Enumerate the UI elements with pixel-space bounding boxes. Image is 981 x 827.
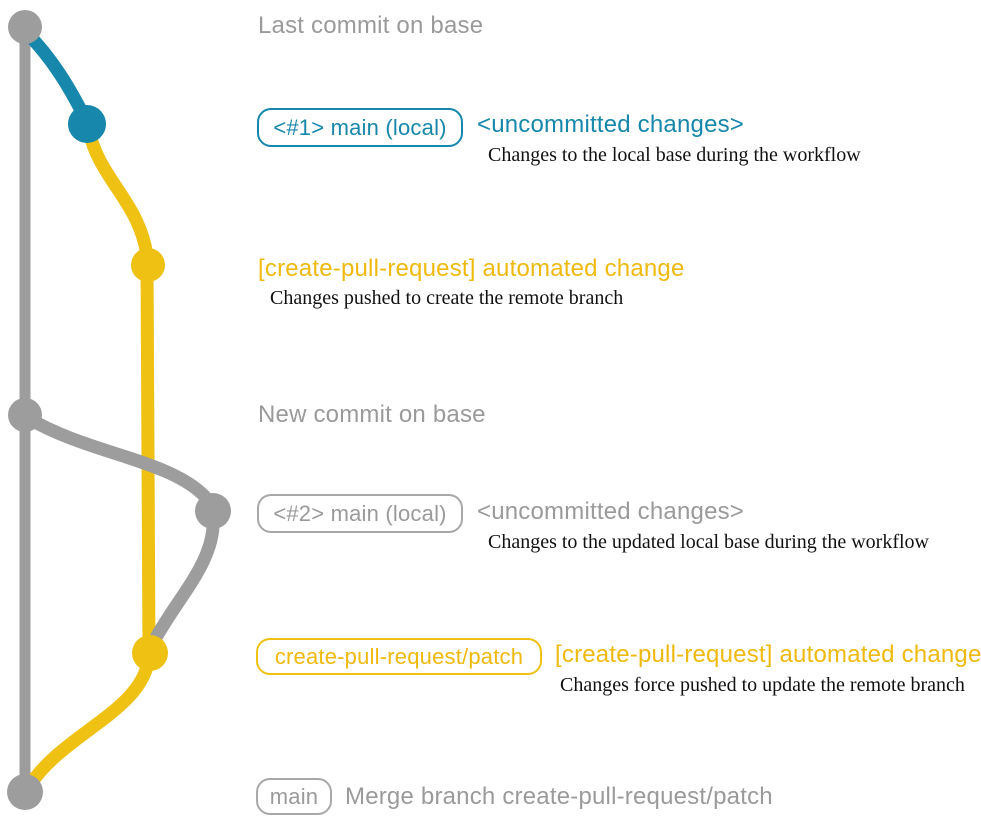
description-uncommitted-2: Changes to the updated local base during… [488,531,929,553]
branch-badge-patch: create-pull-request/patch [256,638,542,675]
commit-message-merge: Merge branch create-pull-request/patch [345,783,773,810]
patch-merge-curve [21,650,156,795]
commit-dot-new-base [8,398,42,432]
commit-dot-merge [7,774,43,810]
description-automated-1: Changes pushed to create the remote bran… [270,287,624,309]
description-automated-2: Changes force pushed to update the remot… [560,674,965,696]
patch-branch-line [140,255,156,659]
branch-badge-main-label: main [269,783,319,809]
branch-badge-main-local-2-label: <#2> main (local) [273,500,447,526]
branch-badge-main-local-1: <#1> main (local) [257,108,463,147]
commit-message-uncommitted-1: <uncommitted changes> [477,111,745,138]
commit-message-automated-1: [create-pull-request] automated change [258,255,685,282]
commit-message-automated-2: [create-pull-request] automated change [555,641,981,668]
patch-branch-top-curve [82,123,154,263]
local-main-2-branch-curve-lower [145,508,220,652]
commit-dot-automated-1 [131,248,165,282]
local-main-2-branch-curve-upper [21,411,215,507]
event-label-new-commit: New commit on base [258,401,486,428]
branch-badge-main-local-2: <#2> main (local) [257,494,463,533]
git-graph [7,10,231,810]
commit-dot-uncommitted-2 [195,493,231,529]
branch-badge-patch-label: create-pull-request/patch [274,643,524,669]
branch-badge-main-local-1-label: <#1> main (local) [273,114,447,140]
commit-message-uncommitted-2: <uncommitted changes> [477,498,745,525]
commit-dot-uncommitted-1 [68,105,106,143]
event-label-last-commit: Last commit on base [258,12,484,39]
description-uncommitted-1: Changes to the local base during the wor… [488,144,861,166]
branch-badge-main: main [256,778,332,815]
commit-dot-last-base [8,10,42,44]
commit-dot-automated-2 [132,635,168,671]
